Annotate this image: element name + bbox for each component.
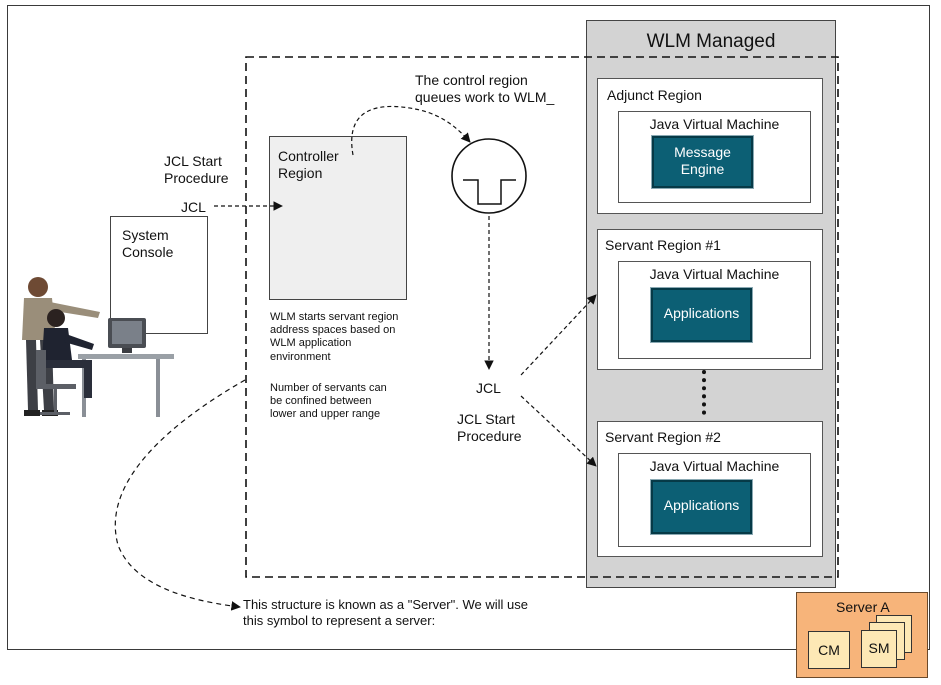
adjunct-region-title: Adjunct Region — [607, 87, 702, 103]
system-console-box — [110, 216, 208, 334]
message-engine-label: Message Engine — [674, 144, 731, 177]
servant-2-applications-label: Applications — [663, 497, 740, 513]
jcl-left-label: JCL — [181, 199, 206, 215]
wlm-icon-label: WLM — [471, 152, 505, 168]
server-sm-label: SM — [868, 640, 890, 656]
server-note: This structure is known as a "Server". W… — [243, 597, 528, 628]
server-sm-box — [861, 630, 897, 668]
server-cm-label: CM — [818, 642, 840, 658]
servant-2-jvm-label: Java Virtual Machine — [649, 458, 780, 474]
jcl-start-procedure-left: JCL Start Procedure — [164, 153, 229, 186]
servant-region-2-title: Servant Region #2 — [605, 429, 721, 445]
adjunct-jvm-label: Java Virtual Machine — [649, 116, 780, 132]
server-symbol-title: Server A — [836, 599, 890, 615]
system-console-label: System Console — [122, 227, 174, 260]
control-queue-text: The control region queues work to WLM_ — [415, 72, 555, 105]
servant-1-applications-label: Applications — [663, 305, 740, 321]
servants-note: Number of servants can be confined betwe… — [270, 382, 387, 421]
server-cm-box — [808, 631, 850, 669]
jcl-mid-label: JCL — [476, 380, 501, 396]
servant-region-1-title: Servant Region #1 — [605, 237, 721, 253]
controller-region-label: Controller Region — [278, 148, 339, 181]
figure-frame — [7, 5, 930, 650]
jcl-start-procedure-mid: JCL Start Procedure — [457, 411, 522, 444]
wlm-starts-note: WLM starts servant region address spaces… — [270, 311, 399, 363]
wlm-managed-title: WLM Managed — [646, 31, 776, 52]
servant-1-jvm-label: Java Virtual Machine — [649, 266, 780, 282]
